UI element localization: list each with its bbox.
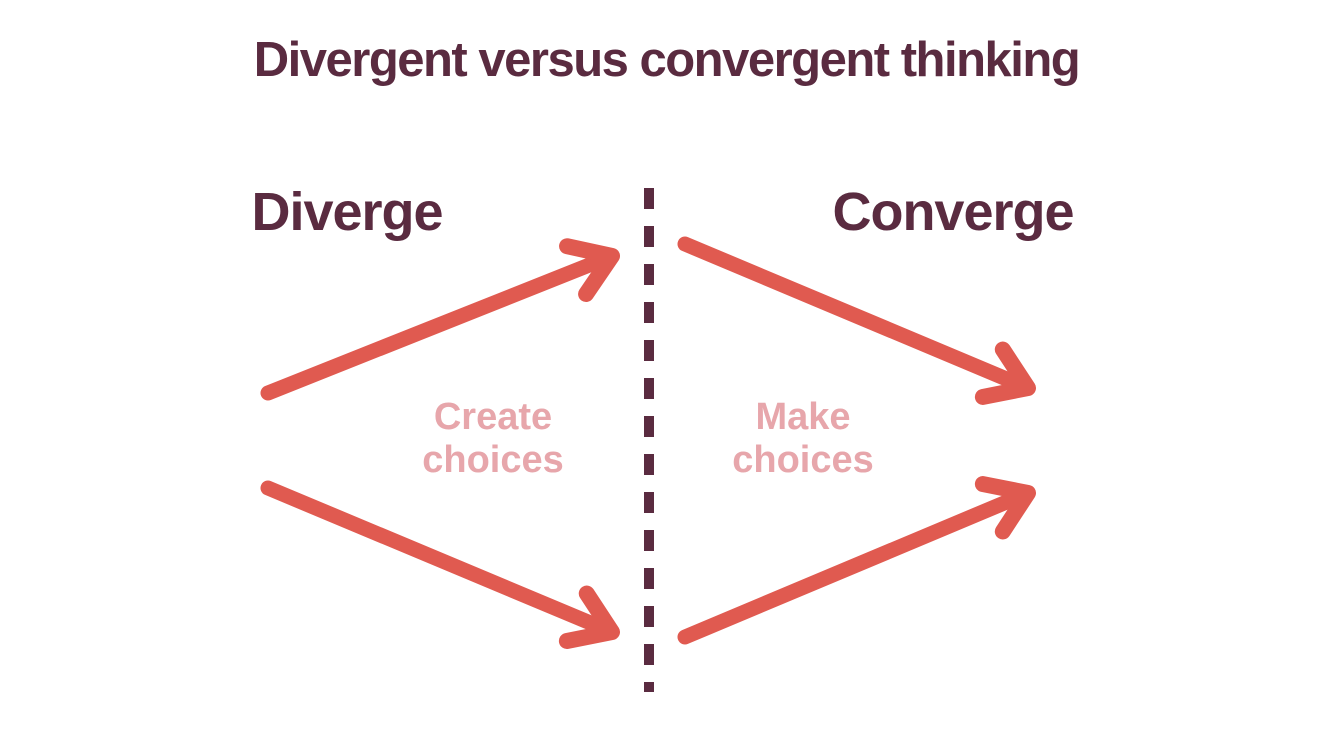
create-caption-line2: choices <box>422 439 564 481</box>
make-caption-line1: Make <box>755 396 851 438</box>
create-choices-caption: Create choices <box>422 396 564 482</box>
arrow-head-converge-bottom <box>974 476 1036 540</box>
arrow-shaft-converge-top <box>677 236 1027 392</box>
diverge-heading: Diverge <box>251 182 443 242</box>
page-title: Divergent versus convergent thinking <box>253 33 1081 87</box>
arrow-shaft-converge-bottom <box>677 489 1027 645</box>
make-choices-caption: Make choices <box>732 396 874 482</box>
arrow-shaft-diverge-top <box>260 252 611 401</box>
make-caption-line2: choices <box>732 439 874 481</box>
arrow-head-diverge-bottom <box>558 585 620 650</box>
arrow-head-converge-top <box>974 341 1036 405</box>
create-caption-line1: Create <box>433 396 553 438</box>
arrow-head-diverge-top <box>559 238 620 303</box>
arrow-shaft-diverge-bottom <box>260 480 611 636</box>
converge-heading: Converge <box>832 182 1074 242</box>
